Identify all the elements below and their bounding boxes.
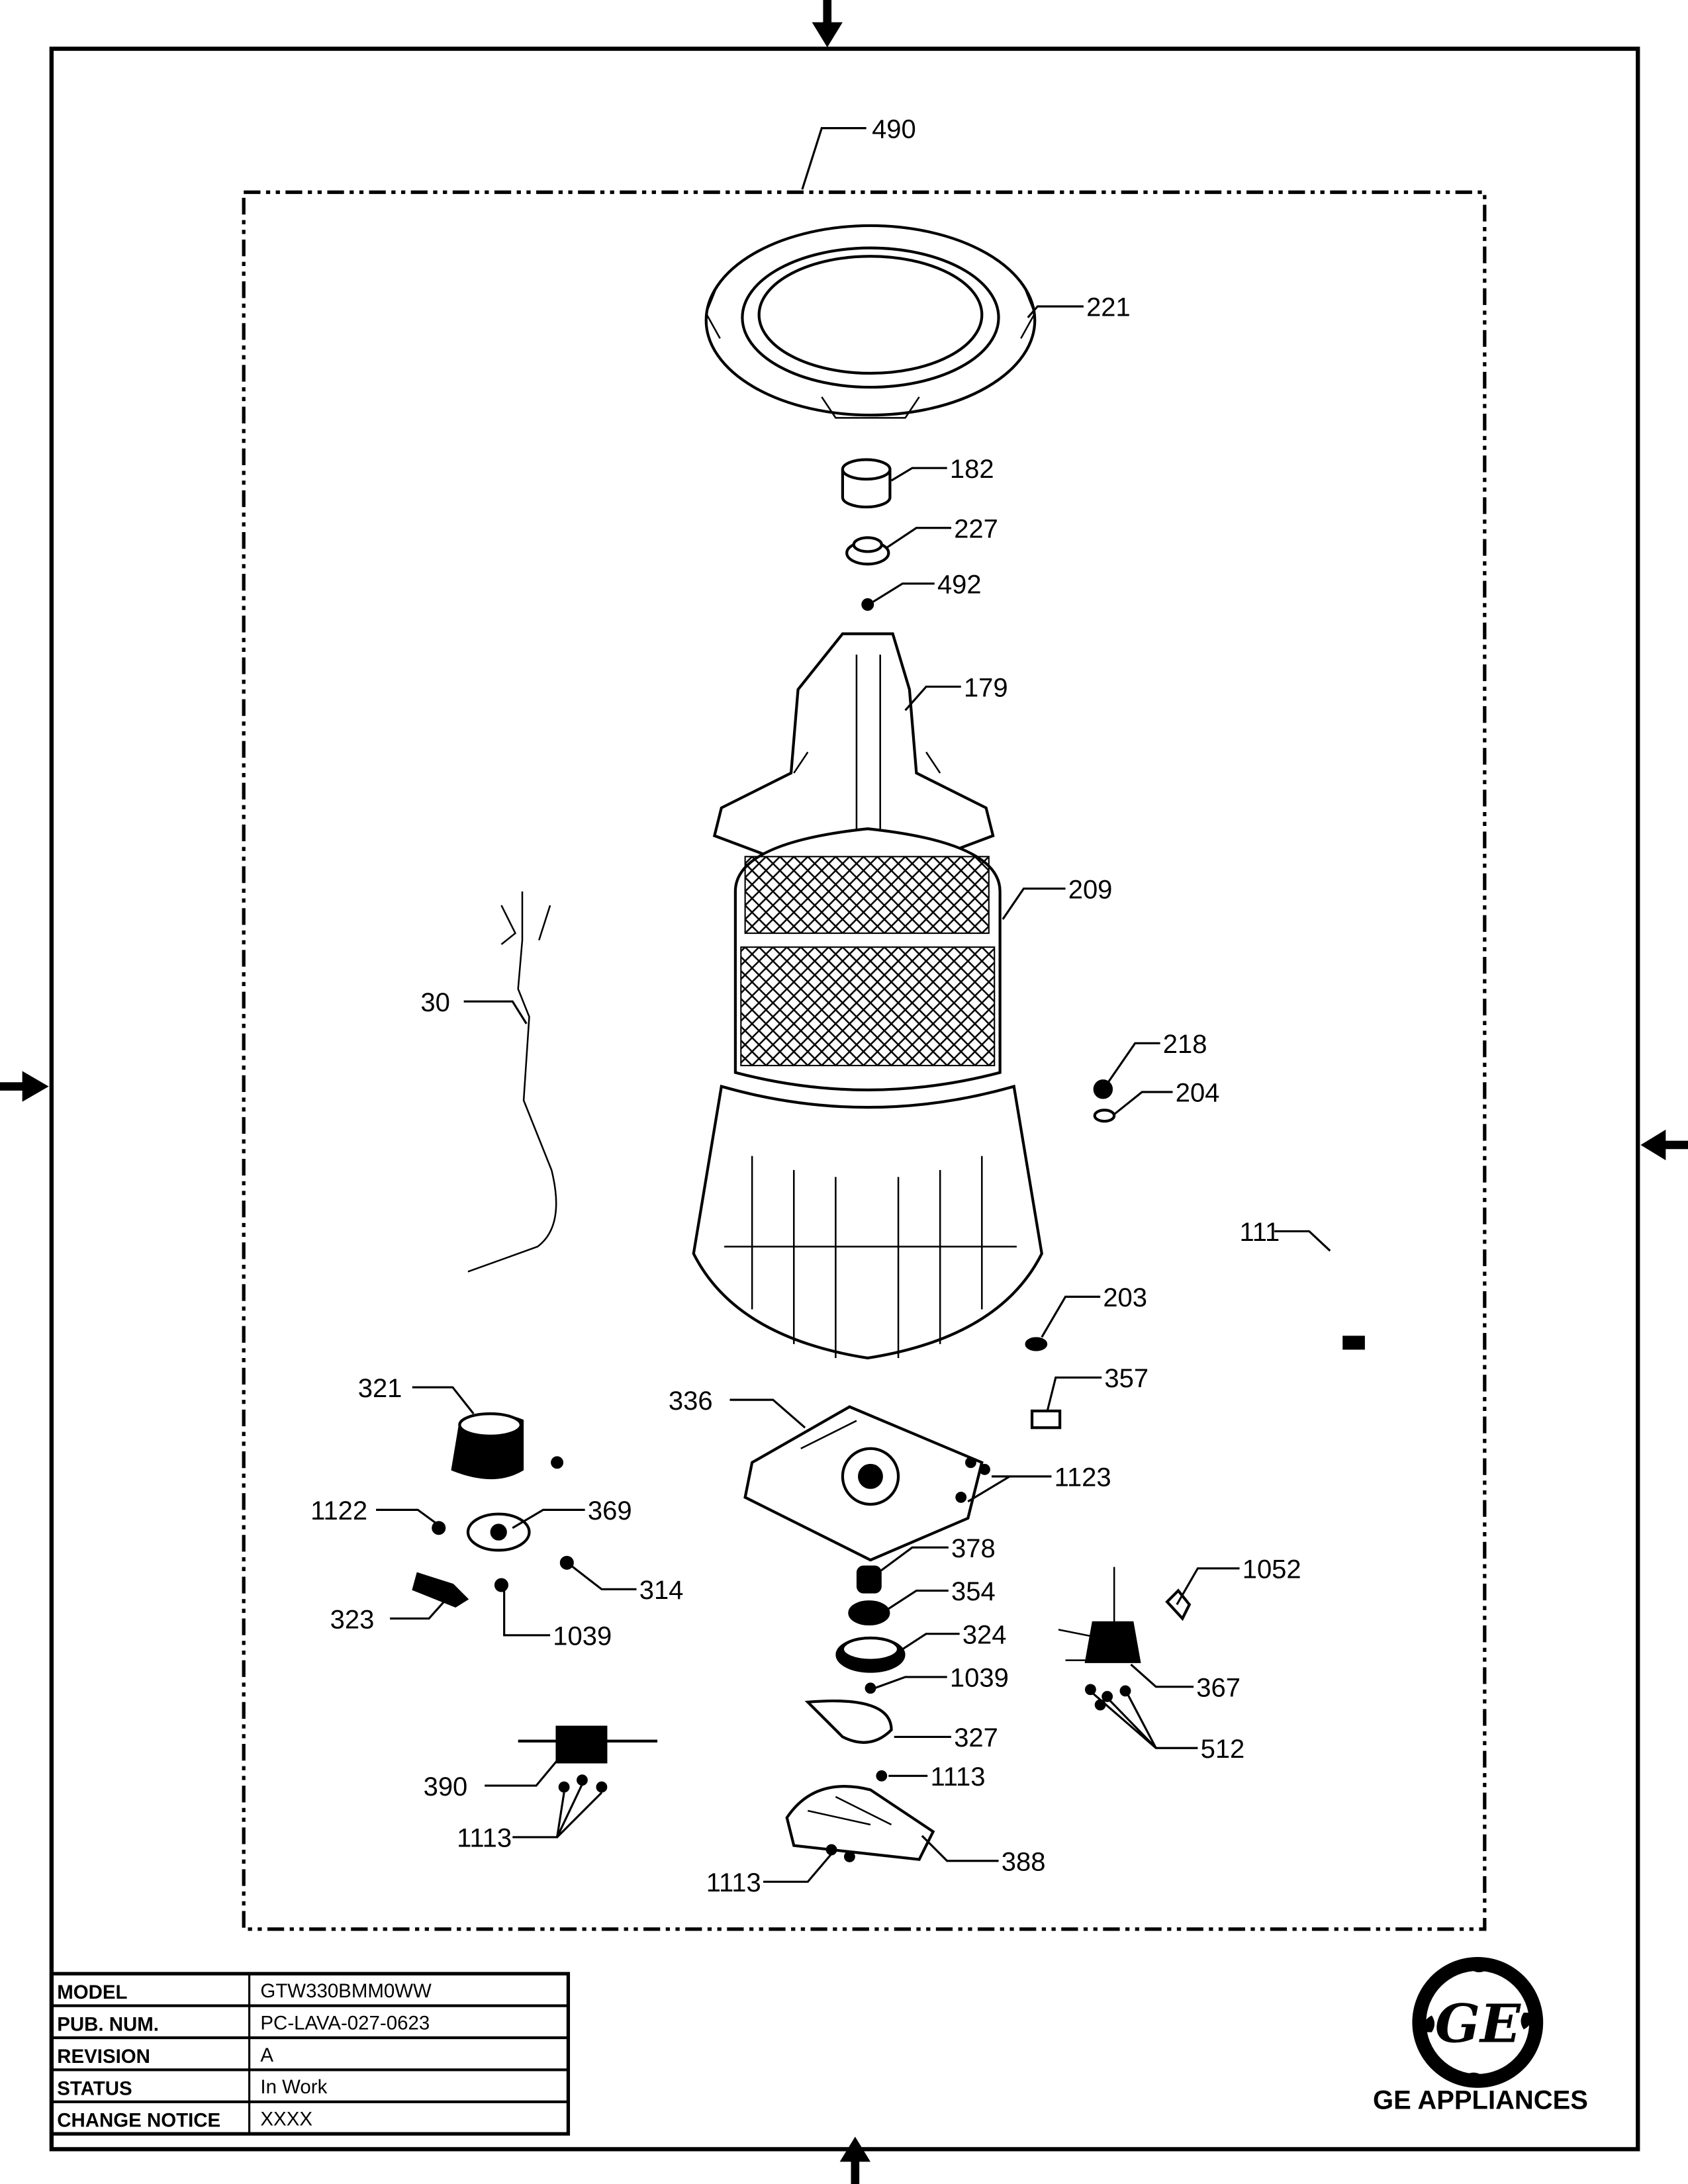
callout-354: 354	[951, 1577, 996, 1606]
revision-value: A	[260, 2044, 273, 2066]
change-notice-label: CHANGE NOTICE	[57, 2110, 220, 2132]
pub-num-value: PC-LAVA-027-0623	[260, 2012, 430, 2034]
callout-182: 182	[950, 455, 994, 484]
part-204-washer	[1093, 1109, 1116, 1123]
callout-512: 512	[1201, 1735, 1245, 1764]
callout-323: 323	[330, 1605, 375, 1634]
revision-label: REVISION	[57, 2046, 150, 2068]
callout-336: 336	[669, 1387, 713, 1416]
part-324-drive-pulley	[835, 1636, 906, 1673]
callout-390: 390	[424, 1772, 468, 1801]
part-1039-screw-a	[494, 1578, 508, 1592]
callout-314: 314	[639, 1576, 684, 1605]
callout-30: 30	[420, 988, 449, 1017]
part-357-clip	[1030, 1409, 1062, 1430]
callout-490: 490	[872, 114, 916, 144]
callout-327: 327	[954, 1723, 998, 1752]
callout-1122: 1122	[310, 1496, 367, 1525]
part-388-bracket	[785, 1785, 935, 1862]
part-323-connector	[412, 1572, 469, 1608]
callout-324: 324	[962, 1620, 1007, 1649]
part-1122-screw	[432, 1521, 446, 1535]
part-203-washer	[1025, 1337, 1048, 1351]
part-209-basket	[692, 827, 1043, 1360]
part-1113-screw-a	[876, 1770, 888, 1782]
part-182-cap	[841, 458, 892, 509]
callout-1123: 1123	[1055, 1463, 1111, 1492]
drawing-border	[49, 46, 1640, 2152]
part-378-bearing	[856, 1565, 882, 1594]
center-arrow-right	[1640, 1129, 1688, 1161]
part-111-hose	[1282, 1213, 1385, 1524]
part-218-nut	[1093, 1079, 1113, 1099]
callout-367: 367	[1196, 1673, 1241, 1702]
callout-1052: 1052	[1243, 1555, 1301, 1584]
center-arrow-left	[0, 1071, 49, 1102]
status-value: In Work	[260, 2076, 327, 2098]
callout-1113-a: 1113	[930, 1762, 985, 1792]
part-30-wire-harness	[467, 891, 557, 1273]
callout-1039-b: 1039	[950, 1664, 1009, 1693]
callout-492: 492	[937, 570, 982, 600]
callout-209: 209	[1068, 875, 1113, 904]
part-1052-clip	[1165, 1588, 1192, 1621]
part-321-motor	[451, 1412, 564, 1479]
part-369-pulley	[466, 1512, 531, 1552]
part-367-drain-pump	[1058, 1567, 1141, 1663]
part-390-sensor	[518, 1725, 658, 1793]
callout-203: 203	[1103, 1283, 1147, 1312]
part-221-tub-ring	[704, 224, 1037, 419]
part-354-bushing	[848, 1600, 890, 1626]
callout-369: 369	[588, 1496, 632, 1525]
callout-218: 218	[1163, 1030, 1207, 1059]
part-1039-screw-b	[865, 1682, 876, 1694]
center-arrow-top	[812, 0, 843, 48]
part-227-seal	[845, 536, 890, 566]
model-label: MODEL	[57, 1981, 127, 2003]
part-492-screw	[861, 598, 874, 611]
center-arrow-bottom	[839, 2136, 870, 2184]
callout-357: 357	[1104, 1364, 1149, 1393]
callout-221: 221	[1086, 293, 1131, 322]
title-block: MODEL GTW330BMM0WW PUB. NUM. PC-LAVA-027…	[50, 1972, 571, 2136]
callout-204: 204	[1176, 1079, 1220, 1108]
callout-179: 179	[964, 673, 1008, 702]
brand-name: GE APPLIANCES	[1373, 2085, 1588, 2115]
change-notice-value: XXXX	[260, 2109, 312, 2130]
svg-text:GE: GE	[1435, 1992, 1521, 2054]
callout-1113-b: 1113	[457, 1824, 512, 1853]
status-label: STATUS	[57, 2077, 132, 2099]
part-314-screw	[559, 1555, 574, 1570]
model-value: GTW330BMM0WW	[260, 1980, 432, 2002]
assembly-boundary	[242, 190, 1487, 1931]
callout-378: 378	[951, 1534, 996, 1563]
callout-388: 388	[1002, 1847, 1046, 1876]
leader-lines	[376, 127, 1331, 1883]
callout-1039-a: 1039	[553, 1622, 612, 1651]
callout-1113-c: 1113	[706, 1868, 761, 1897]
ge-logo: GE	[1412, 1956, 1544, 2088]
part-327-belt	[804, 1699, 893, 1744]
part-1123-screws	[955, 1457, 990, 1503]
part-336-mounting-plate	[743, 1405, 984, 1562]
callout-111: 111	[1240, 1218, 1280, 1247]
callout-321: 321	[358, 1374, 402, 1403]
pub-num-label: PUB. NUM.	[57, 2013, 159, 2035]
part-512-screws	[1084, 1684, 1131, 1711]
callout-227: 227	[954, 514, 998, 543]
